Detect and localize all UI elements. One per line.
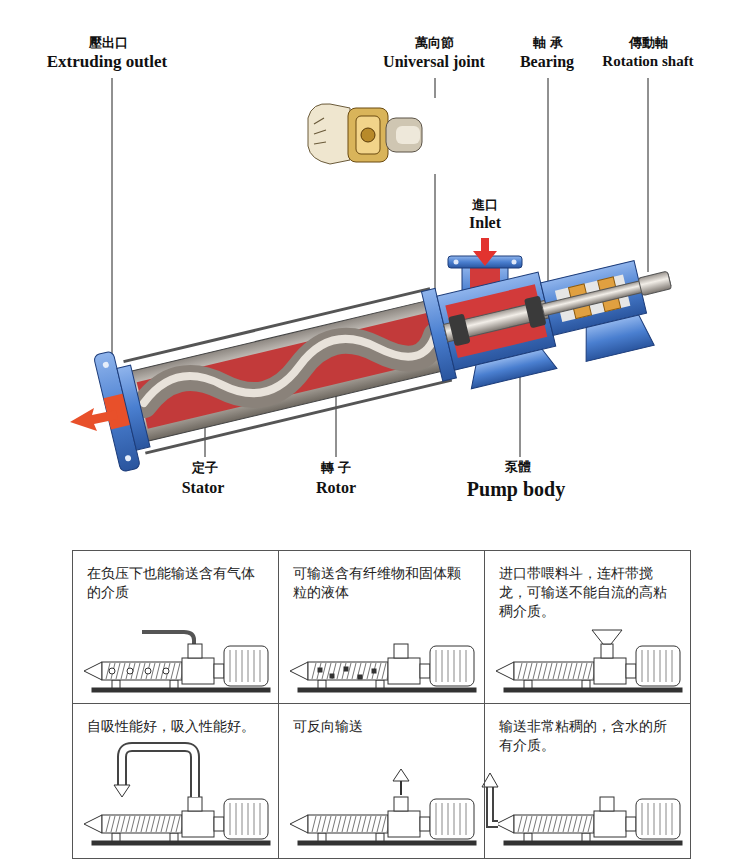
part-label: Stator	[182, 479, 225, 497]
part-label: Extruding outlet	[47, 52, 167, 72]
feature-cell: 进口带喂料斗，连杆带搅龙，可输送不能自流的高粘稠介质。	[484, 550, 691, 704]
feature-text: 进口带喂料斗，连杆带搅龙，可输送不能自流的高粘稠介质。	[485, 551, 690, 621]
part-label: Universal joint	[383, 53, 485, 71]
outlet-arrow	[70, 408, 118, 431]
feature-text: 在负压下也能输送含有气体的介质	[73, 551, 278, 602]
feature-cell: 输送非常粘稠的，含水的所有介质。	[484, 703, 691, 859]
part-label: Bearing	[520, 53, 574, 71]
part-label: Pump body	[467, 478, 565, 501]
part-label: 轉 子	[321, 461, 352, 476]
part-label: 傳動軸	[629, 36, 668, 51]
feature-text: 可输送含有纤维物和固体颗粒的液体	[279, 551, 484, 602]
feature-text: 输送非常粘稠的，含水的所有介质。	[485, 704, 690, 755]
part-label: 泵體	[505, 460, 531, 475]
mini-pump-sketch	[84, 632, 270, 692]
feature-cell: 可输送含有纤维物和固体颗粒的液体	[278, 550, 485, 704]
part-label: Inlet	[469, 214, 501, 232]
part-label: 壓出口	[89, 36, 128, 51]
feature-cell: 在负压下也能输送含有气体的介质	[72, 550, 279, 704]
part-label: 軸 承	[533, 36, 564, 51]
part-label: 定子	[192, 461, 218, 476]
part-label: 進口	[472, 198, 498, 213]
inlet-arrow	[473, 238, 497, 266]
mini-pump-sketch	[84, 747, 270, 845]
leader-lines	[112, 78, 648, 457]
feature-cell: 自吸性能好，吸入性能好。	[72, 703, 279, 859]
mini-pump-sketch	[290, 644, 476, 692]
part-label: 萬向節	[415, 36, 454, 51]
feature-cell: 可反向输送	[278, 703, 485, 859]
feature-text: 自吸性能好，吸入性能好。	[73, 704, 278, 736]
mini-pump-sketch	[496, 630, 682, 692]
mini-pump-sketch	[290, 769, 476, 845]
feature-text: 可反向输送	[279, 704, 484, 736]
mini-pump-sketch	[482, 773, 682, 845]
universal-joint-inset	[308, 104, 422, 164]
part-label: Rotation shaft	[602, 53, 693, 70]
part-label: Rotor	[316, 479, 356, 497]
pump-assembly	[93, 222, 683, 473]
